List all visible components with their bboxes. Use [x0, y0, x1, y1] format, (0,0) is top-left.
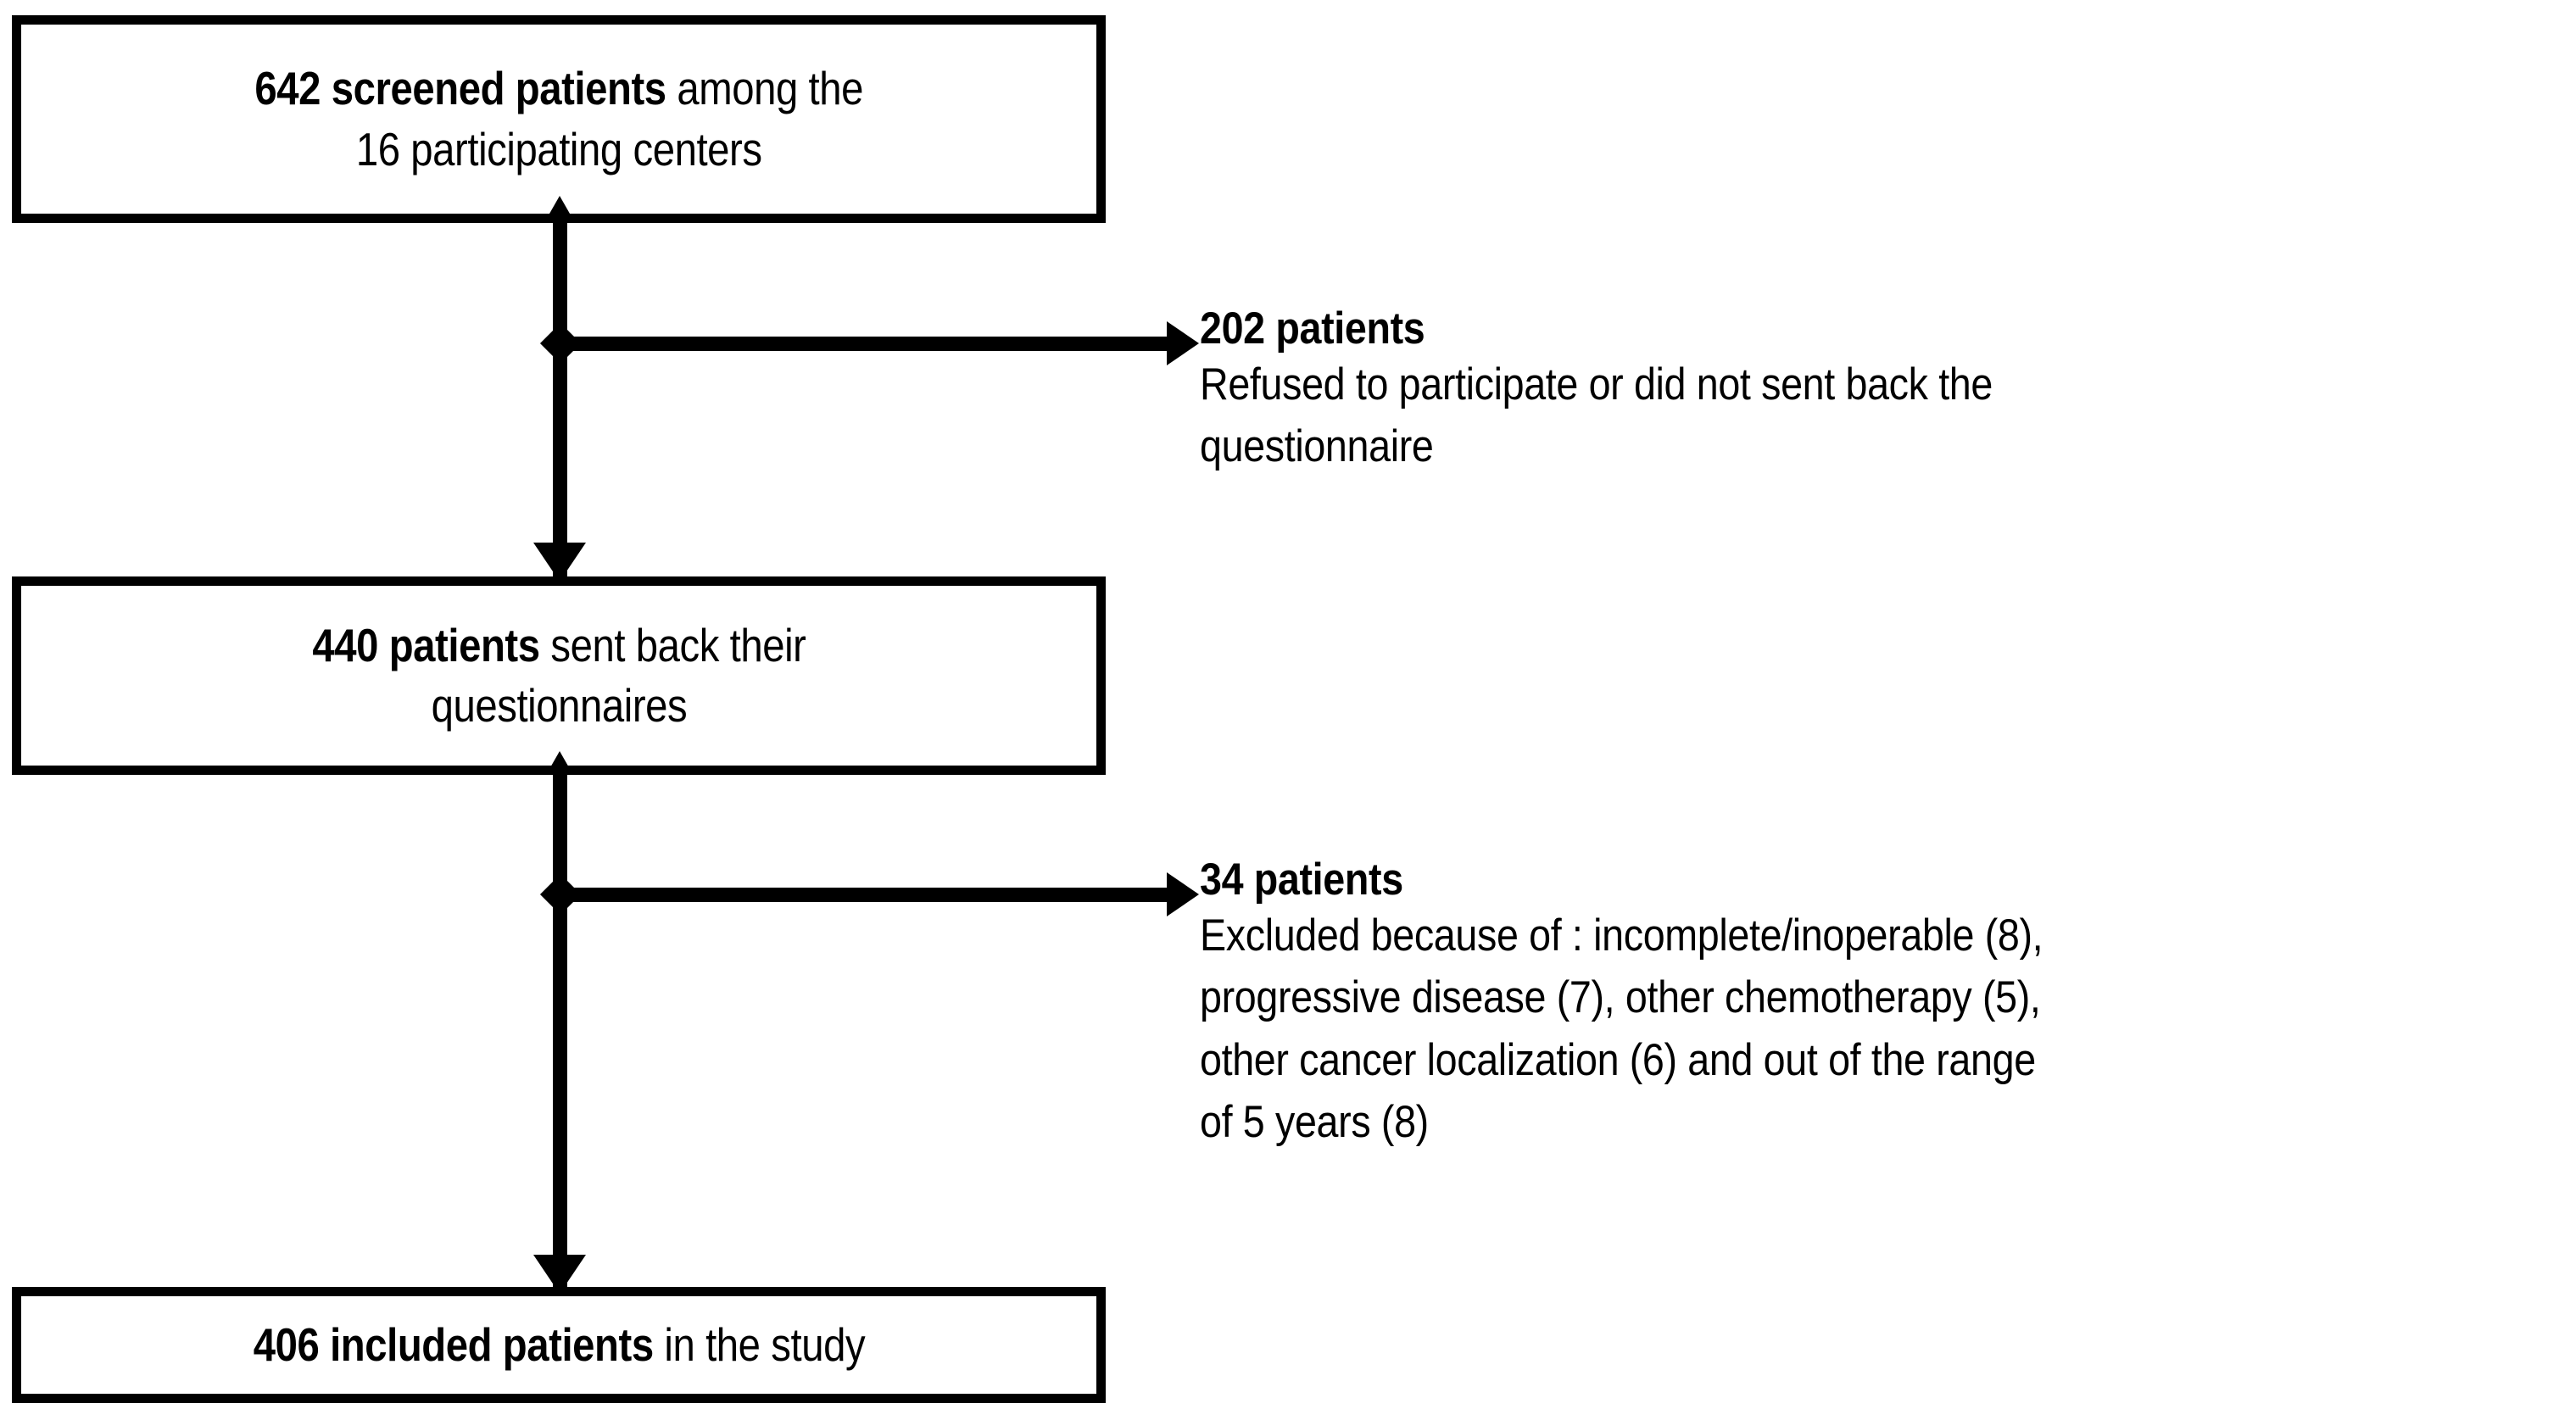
connector-junction2-to-included — [553, 890, 567, 1297]
connector-screened-to-junction1 — [553, 219, 567, 348]
excluded-body-line-1: Excluded because of : incomplete/inopera… — [1200, 911, 2044, 961]
refused-body-line-1: Refused to participate or did not sent b… — [1200, 359, 1993, 410]
returned-questionnaires-text: 440 patients sent back their questionnai… — [312, 615, 806, 737]
excluded-body-line-4: of 5 years (8) — [1200, 1096, 1429, 1147]
returned-count-label: 440 patients — [311, 618, 540, 671]
excluded-body-line-2: progressive disease (7), other chemother… — [1200, 972, 2041, 1023]
connector-branch-excluded — [560, 888, 1174, 902]
included-patients-text: 406 included patients in the study — [253, 1315, 865, 1376]
excluded-body-line-3: other cancer localization (6) and out of… — [1200, 1034, 2036, 1085]
screened-patients-text: 642 screened patients among the 16 parti… — [254, 58, 863, 180]
returned-questionnaires-box: 440 patients sent back their questionnai… — [12, 576, 1106, 775]
arrowhead-down-returned-icon — [533, 543, 586, 582]
included-suffix-label: in the study — [653, 1317, 865, 1371]
screened-suffix-label: among the — [666, 62, 863, 114]
connector-branch-refused — [560, 337, 1174, 351]
refused-body: Refused to participate or did not sent b… — [1200, 354, 2558, 477]
excluded-body: Excluded because of : incomplete/inopera… — [1200, 905, 2558, 1153]
included-patients-box: 406 included patients in the study — [12, 1287, 1106, 1403]
refused-body-line-2: questionnaire — [1200, 421, 1434, 472]
screened-patients-box: 642 screened patients among the 16 parti… — [12, 15, 1106, 223]
returned-suffix-label: sent back their — [539, 618, 806, 671]
connector-junction1-to-returned — [553, 339, 567, 587]
excluded-heading: 34 patients — [1200, 855, 1403, 905]
screened-count-label: 642 screened patients — [254, 62, 666, 114]
excluded-annotation: 34 patients Excluded because of : incomp… — [1200, 855, 2556, 1153]
connector-returned-to-junction2 — [553, 767, 567, 899]
arrowhead-right-refused-icon — [1167, 321, 1199, 365]
screened-line2-label: 16 participating centers — [355, 122, 762, 175]
arrowhead-right-excluded-icon — [1167, 872, 1199, 916]
returned-line2-label: questionnaires — [431, 679, 687, 732]
refused-heading: 202 patients — [1200, 304, 1425, 354]
refused-annotation: 202 patients Refused to participate or d… — [1200, 304, 2556, 478]
included-count-label: 406 included patients — [253, 1317, 654, 1371]
trunk-joint-screened-icon — [546, 196, 573, 220]
